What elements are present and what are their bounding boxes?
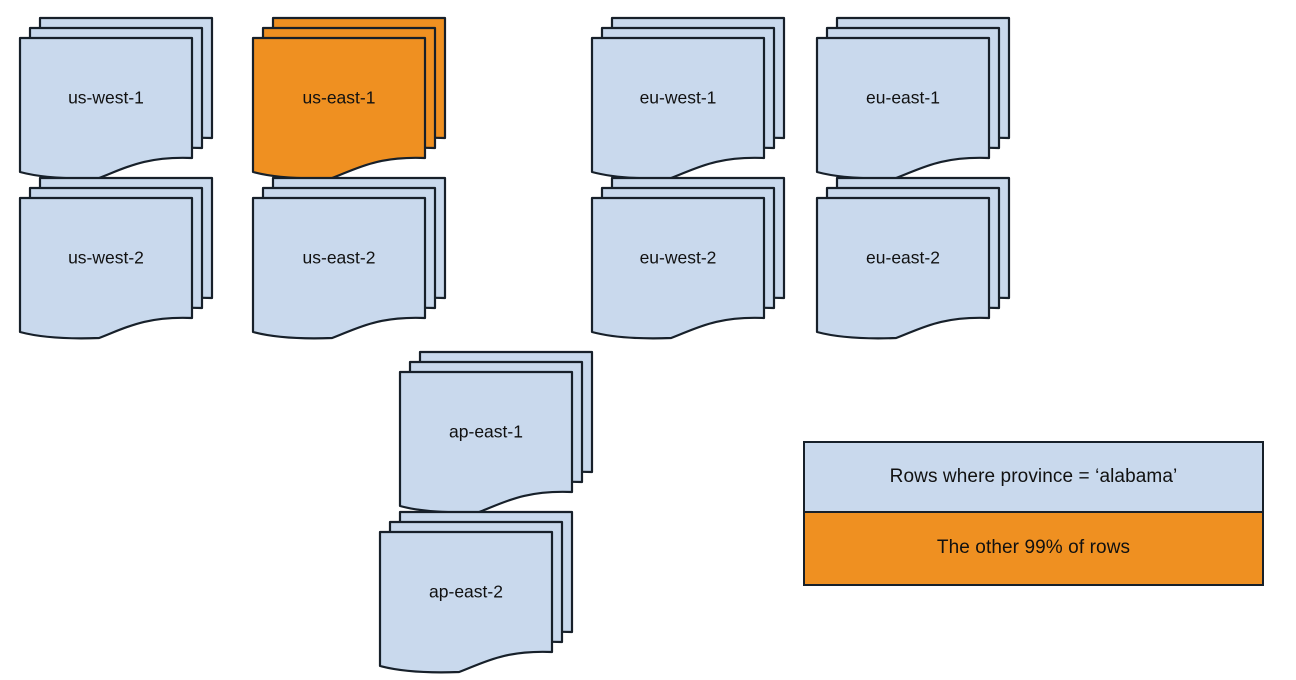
document-card-front <box>398 370 574 514</box>
region-stack-eu-east-1[interactable]: eu-east-1 <box>814 15 1012 185</box>
region-stack-ap-east-2[interactable]: ap-east-2 <box>377 509 575 679</box>
legend: Rows where province = ‘alabama’ The other… <box>803 441 1264 586</box>
document-card-front <box>590 196 766 340</box>
document-card-front <box>18 196 194 340</box>
legend-row-blue: Rows where province = ‘alabama’ <box>805 443 1262 514</box>
region-stack-us-west-2[interactable]: us-west-2 <box>17 175 215 345</box>
legend-row-orange: The other 99% of rows <box>805 513 1262 584</box>
region-stack-eu-west-2[interactable]: eu-west-2 <box>589 175 787 345</box>
document-card-front <box>18 36 194 180</box>
document-card-front <box>590 36 766 180</box>
region-stack-us-east-1[interactable]: us-east-1 <box>250 15 448 185</box>
document-card-front <box>251 36 427 180</box>
region-stack-us-east-2[interactable]: us-east-2 <box>250 175 448 345</box>
document-card-front <box>815 36 991 180</box>
document-card-front <box>815 196 991 340</box>
document-card-front <box>378 530 554 674</box>
region-stack-eu-west-1[interactable]: eu-west-1 <box>589 15 787 185</box>
region-stack-ap-east-1[interactable]: ap-east-1 <box>397 349 595 519</box>
legend-row-label: Rows where province = ‘alabama’ <box>889 466 1178 488</box>
document-card-front <box>251 196 427 340</box>
legend-row-label: The other 99% of rows <box>936 537 1131 559</box>
region-stack-eu-east-2[interactable]: eu-east-2 <box>814 175 1012 345</box>
region-stack-us-west-1[interactable]: us-west-1 <box>17 15 215 185</box>
